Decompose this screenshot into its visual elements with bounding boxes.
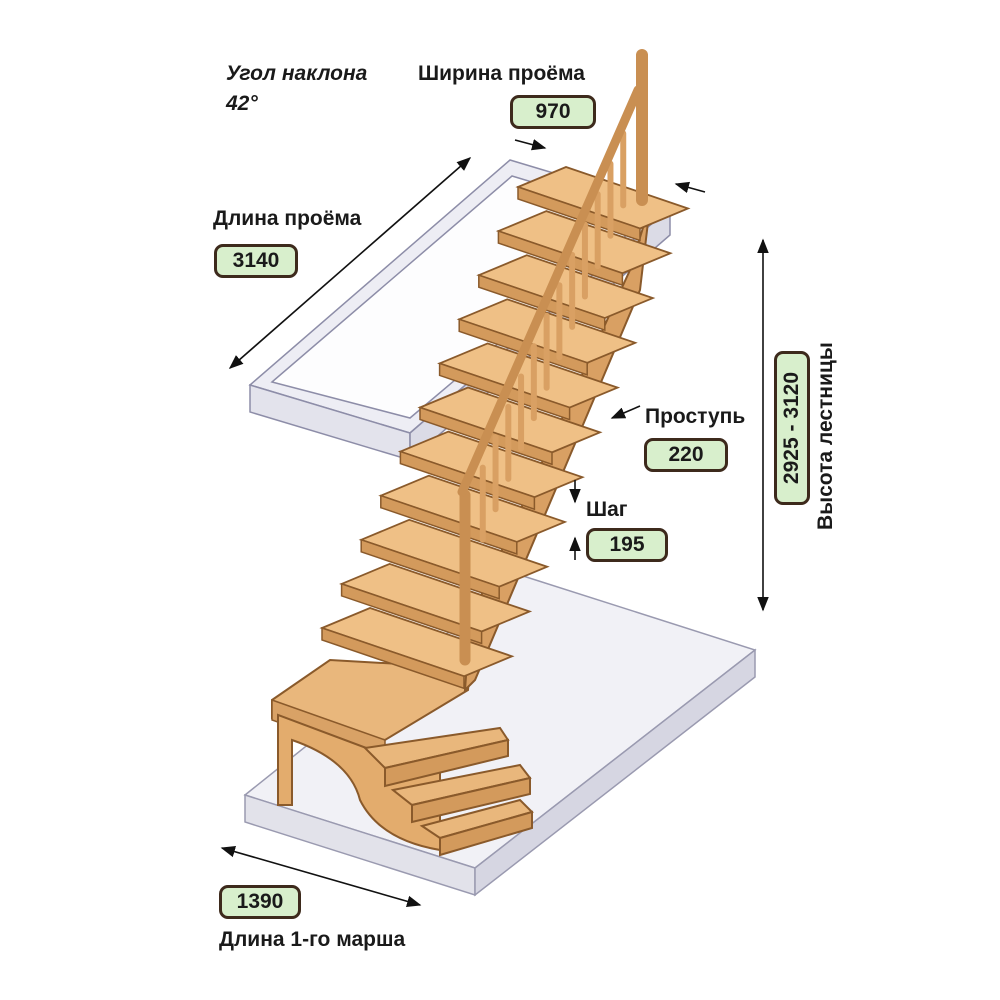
stair-height-value: 2925 - 3120 — [774, 351, 810, 505]
tread-depth-value: 220 — [644, 438, 728, 472]
angle-value: 42° — [226, 92, 258, 115]
tread-front — [340, 582, 483, 645]
first-flight-length-value: 1390 — [219, 885, 301, 919]
step-rise-value: 195 — [586, 528, 668, 562]
winder-steps — [362, 726, 534, 857]
opening-width-label: Ширина проёма — [418, 62, 585, 85]
handrail — [457, 85, 643, 497]
stair-height-label: Высота лестницы — [814, 342, 837, 530]
tread-front — [321, 626, 465, 690]
landing-platform — [271, 658, 472, 852]
opening-length-label: Длина проёма — [213, 207, 362, 230]
tread-depth-label: Проступь — [645, 405, 746, 428]
first-flight-length-label: Длина 1-го марша — [219, 928, 406, 951]
opening-width-value: 970 — [510, 95, 596, 129]
dimension-lines — [220, 139, 769, 907]
railing — [457, 49, 648, 666]
angle-title: Угол наклона — [226, 62, 368, 85]
step-rise-label: Шаг — [586, 498, 628, 521]
opening-length-value: 3140 — [214, 244, 298, 278]
